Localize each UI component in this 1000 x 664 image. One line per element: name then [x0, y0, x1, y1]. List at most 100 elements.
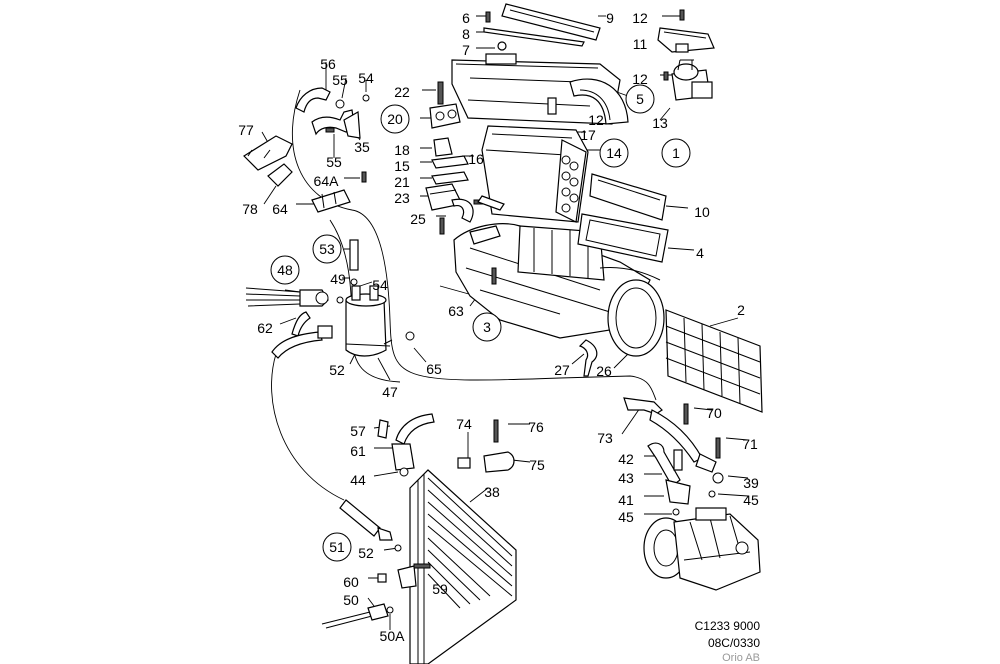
- part-label-16: 16: [468, 151, 484, 167]
- assembly-label-text: 3: [483, 319, 491, 335]
- assembly-label-14: 14: [599, 138, 629, 168]
- part-label-11: 11: [633, 36, 648, 52]
- hose-62: [271, 311, 333, 359]
- sensor-53: [349, 239, 359, 271]
- part-label-23: 23: [394, 190, 410, 206]
- part-label-4: 4: [696, 245, 704, 261]
- part-label-2: 2: [737, 302, 745, 318]
- part-label-39: 39: [743, 475, 759, 491]
- label-circle: [661, 138, 691, 168]
- clip-78: [267, 163, 293, 187]
- bracket-77: [243, 135, 293, 171]
- part-label-10: 10: [694, 204, 710, 220]
- assembly-label-51: 51: [322, 532, 352, 562]
- label-circle: [270, 255, 300, 285]
- assembly-label-text: 5: [636, 91, 644, 107]
- part-label-25: 25: [410, 211, 426, 227]
- part-label-27: 27: [554, 362, 570, 378]
- assembly-label-text: 53: [319, 241, 335, 257]
- part-label-22: 22: [394, 84, 410, 100]
- actuator-13: [663, 59, 713, 101]
- part-label-7: 7: [462, 42, 470, 58]
- part-label-26: 26: [596, 363, 612, 379]
- control-module-11: [657, 9, 715, 53]
- label-circle: [380, 104, 410, 134]
- part-label-17: 17: [580, 127, 596, 143]
- assembly-label-text: 51: [329, 539, 345, 555]
- part-label-50a: 50A: [380, 628, 406, 644]
- hose-41: [647, 442, 691, 516]
- part-label-71: 71: [742, 436, 758, 452]
- assembly-label-3: 3: [472, 312, 502, 342]
- clip-75: [457, 419, 515, 473]
- part-label-9: 9: [606, 10, 614, 26]
- label-circle: [472, 312, 502, 342]
- label-circle: [625, 84, 655, 114]
- assembly-label-48: 48: [270, 255, 300, 285]
- drain-27: [578, 339, 598, 377]
- part-label-49: 49: [330, 271, 346, 287]
- pressure-switch-48: [245, 287, 329, 307]
- frame-4: [577, 213, 669, 263]
- part-label-60: 60: [343, 574, 359, 590]
- part-label-55: 55: [332, 72, 348, 88]
- expansion-valve-assembly: [425, 81, 505, 235]
- assembly-label-text: 20: [387, 111, 403, 127]
- part-label-56: 56: [320, 56, 336, 72]
- part-label-59: 59: [432, 581, 448, 597]
- part-label-18: 18: [394, 142, 410, 158]
- assembly-label-text: 48: [277, 262, 293, 278]
- heater-housing-top: [451, 3, 629, 125]
- copyright-owner: Orio AB: [722, 652, 760, 664]
- label-circle: [322, 532, 352, 562]
- part-label-8: 8: [462, 26, 470, 42]
- part-label-70: 70: [706, 405, 722, 421]
- part-label-52: 52: [329, 362, 345, 378]
- part-label-52: 52: [358, 545, 374, 561]
- part-label-54: 54: [358, 70, 374, 86]
- condenser-38: [409, 469, 517, 664]
- part-label-76: 76: [528, 419, 544, 435]
- part-label-77: 77: [238, 122, 254, 138]
- part-label-6: 6: [462, 10, 470, 26]
- compressor: [643, 507, 761, 591]
- part-label-55: 55: [326, 154, 342, 170]
- sensor-50: [321, 563, 431, 629]
- part-label-63: 63: [448, 303, 464, 319]
- grille-2: [665, 309, 763, 413]
- part-label-45: 45: [743, 492, 759, 508]
- assembly-label-53: 53: [312, 234, 342, 264]
- hose-51: [339, 499, 402, 552]
- hose-73: [623, 397, 724, 498]
- seal-ring-26: [607, 279, 665, 357]
- part-label-64: 64: [272, 201, 288, 217]
- part-label-35: 35: [354, 139, 370, 155]
- part-label-13: 13: [652, 115, 668, 131]
- assembly-label-20: 20: [380, 104, 410, 134]
- part-label-78: 78: [242, 201, 258, 217]
- assembly-label-5: 5: [625, 84, 655, 114]
- filter-10: [589, 173, 667, 221]
- part-label-74: 74: [456, 416, 472, 432]
- part-label-12: 12: [588, 112, 604, 128]
- drawing-revision: 08C/0330: [708, 636, 760, 650]
- assembly-label-text: 14: [606, 145, 622, 161]
- bracket-64: [311, 171, 367, 213]
- hose-57: [377, 413, 435, 477]
- part-label-21: 21: [394, 174, 410, 190]
- part-label-75: 75: [529, 457, 545, 473]
- part-label-73: 73: [597, 430, 613, 446]
- part-label-45: 45: [618, 509, 634, 525]
- part-label-12: 12: [632, 71, 648, 87]
- part-label-65: 65: [426, 361, 442, 377]
- part-label-12: 12: [632, 10, 648, 26]
- part-label-44: 44: [350, 472, 366, 488]
- hose-56: [295, 87, 370, 139]
- part-label-15: 15: [394, 158, 410, 174]
- part-label-62: 62: [257, 320, 273, 336]
- part-label-43: 43: [618, 470, 634, 486]
